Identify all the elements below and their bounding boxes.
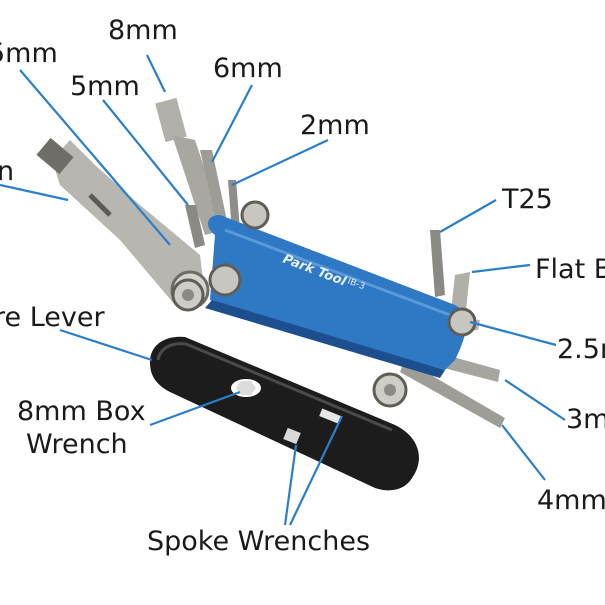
label-4mm: 4mm (537, 485, 605, 516)
label-8mm: 8mm (108, 15, 178, 46)
label-5mm-cut: 5mm (0, 38, 58, 69)
leader-4mm (501, 424, 546, 481)
leader-5mm-cut (19, 69, 171, 246)
leader-box (149, 390, 241, 427)
leader-3mm (504, 379, 566, 421)
tire-lever (150, 336, 419, 491)
leader-5mm (102, 99, 189, 206)
leader-2mm (231, 139, 329, 186)
label-flat-blade: Flat B (535, 254, 605, 285)
leader-tire (59, 328, 153, 362)
label-8mm-box: 8mm Box (17, 396, 146, 427)
label-2mm: 2mm (300, 110, 370, 141)
label-3mm: 3m (566, 404, 605, 435)
leader-flat (471, 263, 531, 274)
label-wrench: Wrench (26, 429, 128, 460)
spoke-wrench-slot (319, 408, 341, 424)
label-chain-tool: n (0, 156, 15, 187)
leader-spoke-1 (283, 444, 298, 526)
leader-8mm (146, 54, 166, 93)
blue-body: Park Tool IB-3 (205, 215, 467, 378)
bolts (171, 200, 477, 408)
leader-25 (469, 320, 557, 347)
label-2-5mm: 2.5m (557, 334, 605, 365)
label-tire-lever: re Lever (0, 302, 105, 333)
label-t25: T25 (502, 184, 553, 215)
hex-keys (155, 97, 505, 428)
label-6mm: 6mm (213, 53, 283, 84)
leader-6mm (211, 84, 253, 163)
leader-spoke-2 (289, 415, 343, 526)
label-spoke-wrenches: Spoke Wrenches (147, 526, 371, 557)
leader-t25 (439, 199, 497, 233)
leader-chain (0, 183, 69, 202)
leader-lines (0, 54, 566, 526)
label-5mm: 5mm (70, 71, 140, 102)
spoke-wrench-slot (283, 427, 301, 445)
